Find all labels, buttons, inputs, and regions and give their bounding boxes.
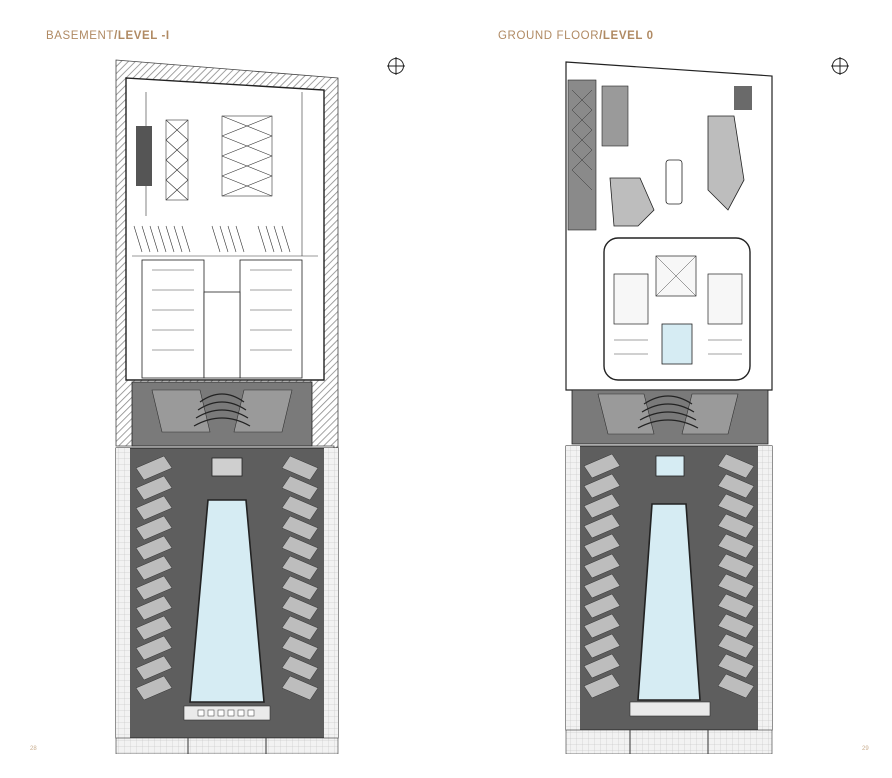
north-compass-icon — [831, 57, 849, 75]
north-compass-icon — [387, 57, 405, 75]
ground-floor-plan — [565, 61, 773, 754]
basement-floor-plan — [115, 59, 339, 754]
level-label: /LEVEL 0 — [599, 30, 654, 42]
page-left: BASEMENT/LEVEL -I — [30, 30, 405, 754]
floor-name: BASEMENT — [46, 30, 115, 42]
plan-title: GROUND FLOOR/LEVEL 0 — [498, 30, 654, 42]
page-number: 28 — [30, 746, 37, 752]
plan-title: BASEMENT/LEVEL -I — [46, 30, 170, 42]
page-right: GROUND FLOOR/LEVEL 0 — [446, 0, 892, 778]
floor-name: GROUND FLOOR — [498, 30, 600, 42]
level-label: /LEVEL -I — [114, 30, 170, 42]
page-number: 29 — [862, 746, 869, 752]
